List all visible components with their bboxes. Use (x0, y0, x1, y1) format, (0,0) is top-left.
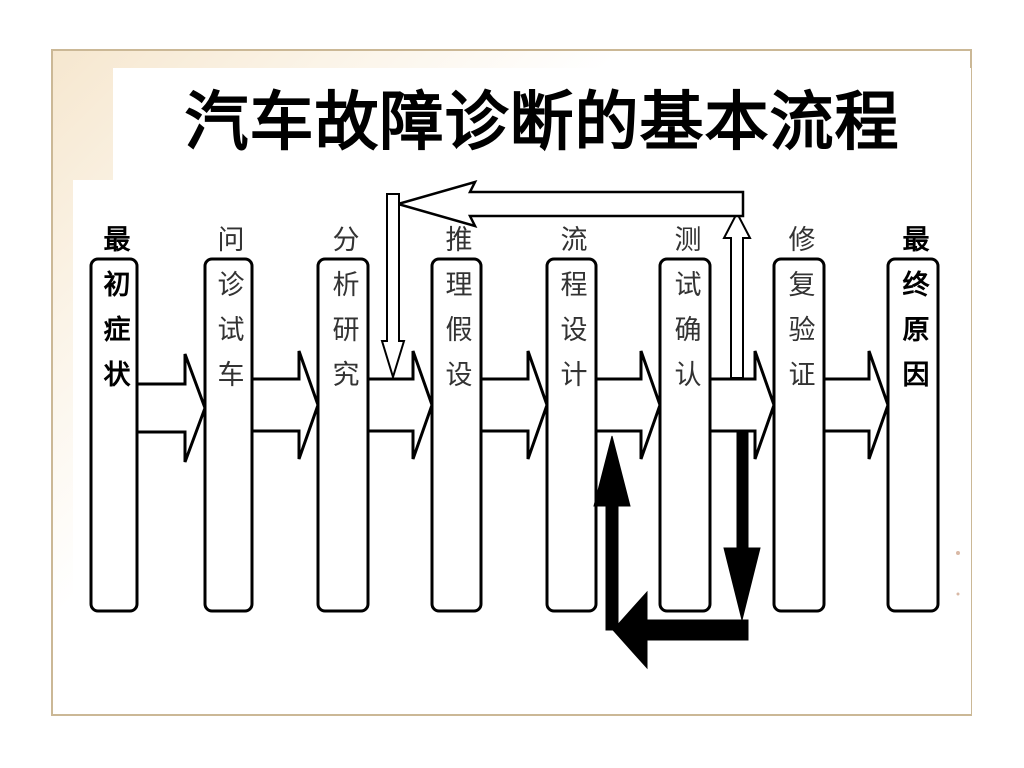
feedback-riser (722, 210, 752, 379)
step-box-1 (89, 257, 139, 613)
step-label-7: 修复验证 (784, 225, 816, 405)
solid-loop-up-arrow (593, 435, 631, 631)
forward-arrow-4 (481, 350, 549, 460)
forward-arrow-7 (824, 350, 890, 460)
feedback-loop-solid (593, 431, 761, 670)
feedback-descender (380, 193, 406, 381)
step-label-8: 最终原因 (898, 225, 930, 405)
forward-arrow-2 (252, 350, 320, 460)
feedback-top-arrow (393, 180, 745, 228)
step-label-2: 问诊试车 (213, 225, 244, 405)
step-box-4 (430, 257, 483, 613)
step-box-7 (772, 257, 826, 613)
forward-arrow-1 (137, 353, 207, 463)
forward-arrow-3 (368, 350, 434, 460)
step-box-2 (203, 257, 254, 613)
slide-title: 汽车故障诊断的基本流程 (184, 85, 900, 160)
step-label-5: 流程设计 (556, 225, 588, 405)
step-label-1: 最初症状 (99, 225, 131, 405)
forward-arrow-5 (596, 350, 662, 460)
step-label-4: 推理假设 (441, 225, 473, 405)
edge-speck (956, 592, 960, 596)
step-box-3 (316, 257, 370, 613)
solid-loop-bottom-arrow (612, 590, 749, 670)
solid-loop-down-arrow (723, 431, 761, 621)
step-label-6: 测试确认 (670, 225, 702, 405)
feedback-loop-outline (380, 180, 752, 381)
title-panel (113, 68, 971, 180)
step-box-5 (545, 257, 598, 613)
step-box-6 (658, 257, 712, 613)
step-label-3: 分析研究 (328, 225, 360, 405)
step-box-8 (886, 257, 940, 613)
edge-speck (956, 551, 960, 555)
